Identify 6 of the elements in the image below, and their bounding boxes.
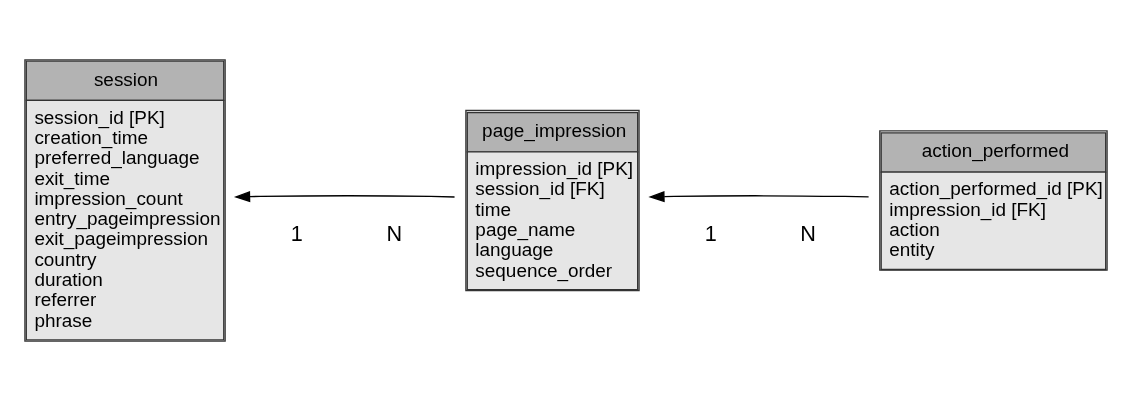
arrow: [233, 190, 456, 203]
label: N: [386, 220, 403, 246]
label: 1: [290, 220, 303, 246]
label: N: [800, 220, 816, 246]
label: 1: [704, 220, 717, 246]
arrow: [648, 190, 870, 203]
